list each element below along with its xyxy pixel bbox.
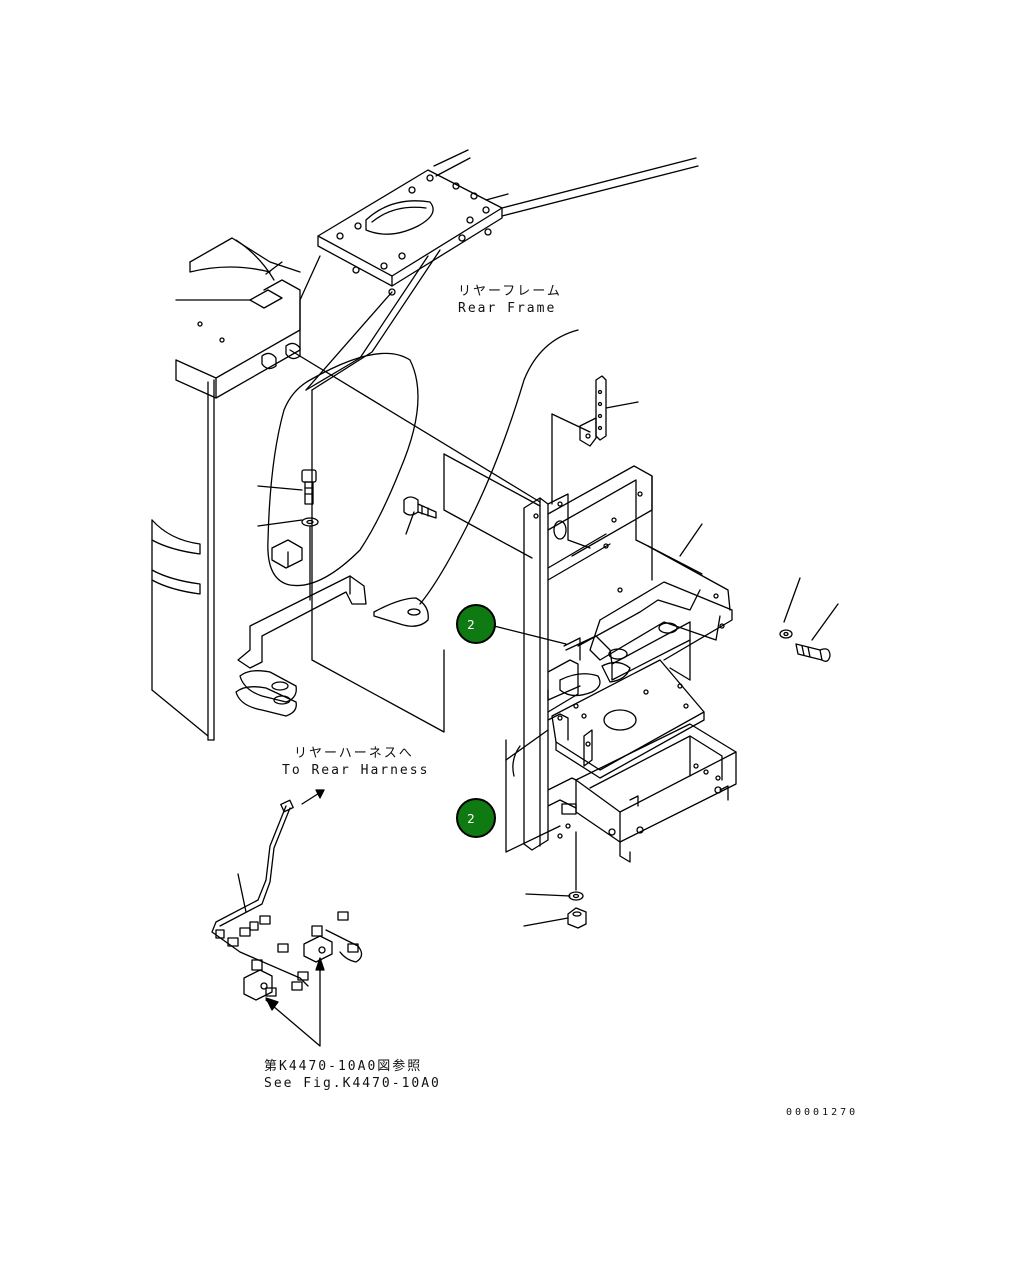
battery-stand bbox=[523, 413, 737, 863]
rear-frame-body bbox=[151, 237, 301, 741]
bracket-lower-left bbox=[235, 575, 429, 717]
rear-frame-beams bbox=[299, 149, 699, 391]
arrow-to-rear-harness bbox=[301, 789, 325, 805]
washer-right bbox=[779, 629, 793, 639]
bolt-right bbox=[795, 643, 831, 662]
leader-lines bbox=[235, 239, 839, 927]
hidden-lines bbox=[289, 349, 541, 733]
cover-plate bbox=[267, 352, 419, 587]
label-rear-harness-en: To Rear Harness bbox=[282, 763, 430, 778]
clamp-bracket bbox=[579, 375, 607, 447]
nut-bottom bbox=[567, 907, 587, 929]
rear-frame-top-plate bbox=[317, 169, 503, 296]
hose-curve bbox=[419, 329, 579, 605]
label-rear-harness-jp: リヤーハーネスへ bbox=[294, 746, 414, 761]
bolt-left bbox=[301, 469, 319, 601]
label-rear-frame-en: Rear Frame bbox=[458, 301, 557, 316]
callout-part-2-upper[interactable]: 2 bbox=[456, 604, 496, 644]
bolt-middle bbox=[403, 496, 437, 519]
label-see-fig-en: See Fig.K4470-10A0 bbox=[264, 1076, 441, 1091]
drawing-number: 00001270 bbox=[786, 1107, 859, 1118]
label-rear-frame-jp: リヤーフレーム bbox=[458, 284, 562, 299]
callout-part-2-lower[interactable]: 2 bbox=[456, 798, 496, 838]
nut-left bbox=[271, 539, 303, 569]
callout-number: 2 bbox=[467, 812, 475, 826]
arrow-see-fig bbox=[265, 957, 325, 1047]
label-see-fig-jp: 第K4470-10A0図参照 bbox=[264, 1059, 423, 1074]
washer-bottom bbox=[568, 831, 584, 901]
callout-number: 2 bbox=[467, 618, 475, 632]
wire-harness bbox=[211, 799, 363, 1001]
